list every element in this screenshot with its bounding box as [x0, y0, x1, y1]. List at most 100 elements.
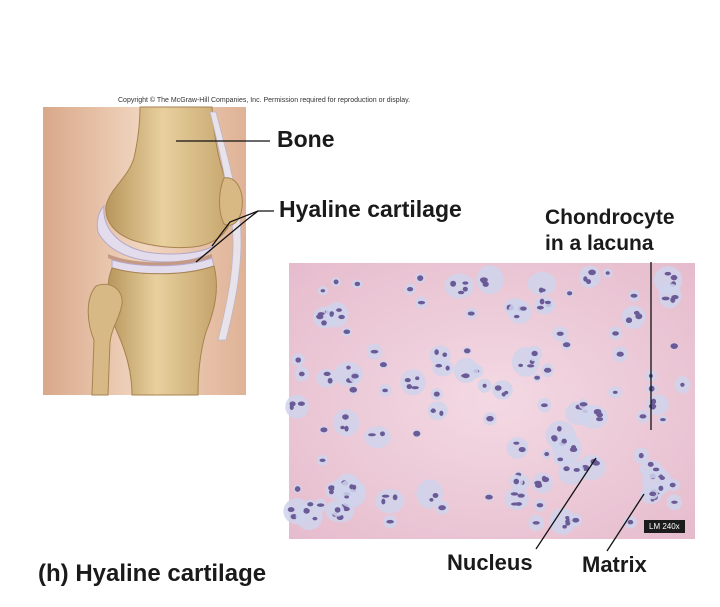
chondrocyte-nucleus [327, 377, 333, 384]
chondrocyte-lacuna [541, 363, 554, 378]
chondrocyte-nucleus [485, 494, 493, 500]
chondrocyte-nucleus [658, 485, 664, 491]
chondrocyte-lacuna [633, 447, 650, 464]
chondrocyte-lacuna [545, 420, 576, 451]
knee-joint-illustration [43, 106, 246, 396]
micrograph-panel [283, 263, 695, 539]
chondrocyte-lacuna [317, 286, 329, 296]
chondrocyte-lacuna [534, 296, 555, 315]
chondrocyte-nucleus [392, 494, 398, 501]
matrix-leader-line [606, 493, 645, 552]
chondrocyte-nucleus [338, 314, 345, 320]
chondrocyte-nucleus [561, 438, 567, 444]
chondrocyte-lacuna [528, 514, 545, 531]
chondrocyte-nucleus [557, 457, 564, 462]
chondrocyte-lacuna [602, 268, 613, 278]
chondrocyte-lacuna [628, 289, 640, 302]
chondrocyte-nucleus [351, 373, 359, 379]
chondrocyte-lacuna [578, 265, 601, 289]
chondrocyte-lacuna [454, 357, 479, 383]
joint-space [108, 254, 212, 267]
chondrocyte-nucleus [680, 382, 685, 387]
chondrocyte-lacuna [655, 483, 667, 494]
chondrocyte-nucleus [439, 410, 444, 416]
chondrocyte-nucleus [417, 300, 426, 305]
chondrocyte-lacuna [444, 273, 475, 299]
chondrocyte-nucleus [352, 484, 357, 490]
chondrocyte-nucleus [670, 274, 678, 281]
chondrocyte-lacuna [414, 273, 426, 284]
chondrocyte-nucleus [510, 502, 519, 506]
chondrocyte-nucleus [344, 495, 349, 499]
chondrocyte-nucleus [482, 383, 487, 388]
chondrocyte-lacuna [375, 489, 405, 514]
chondrocyte-nucleus [518, 447, 526, 453]
chondrocyte-lacuna [476, 265, 504, 295]
chondrocyte-nucleus [404, 377, 411, 383]
chondrocyte-lacuna [404, 283, 416, 295]
chondrocyte-nucleus [298, 371, 305, 377]
chondrocyte-nucleus [649, 491, 657, 497]
chondrocyte-nucleus [323, 371, 331, 377]
chondrocyte-nucleus [406, 287, 414, 292]
chondrocyte-lacuna [558, 459, 585, 485]
chondrocyte-nucleus [329, 489, 334, 495]
chondrocyte-lacuna [492, 380, 513, 400]
patella-bone [219, 177, 243, 226]
chondrocyte-lacuna [341, 326, 352, 337]
chondrocyte-nucleus [518, 363, 523, 367]
chondrocyte-nucleus [542, 476, 550, 483]
chondrocyte-nucleus [670, 343, 678, 349]
chondrocyte-lacuna [366, 343, 383, 360]
chondrocyte-nucleus [321, 320, 327, 326]
chondrocyte-nucleus [320, 427, 328, 433]
chondrocyte-nucleus [588, 269, 596, 276]
chondrocyte-nucleus [661, 296, 670, 301]
chondrocyte-lacuna [658, 283, 682, 309]
chondrocyte-lacuna [607, 386, 623, 399]
chondrocyte-nucleus [346, 365, 351, 370]
chondrocyte-nucleus [294, 486, 301, 492]
chondrocyte-nucleus [612, 390, 618, 394]
chondrocyte-lacuna [565, 289, 574, 298]
chondrocyte-lacuna [665, 478, 681, 492]
chondrocyte-nucleus [567, 291, 573, 296]
chondrocyte-nucleus [328, 485, 336, 491]
chondrocyte-nucleus [627, 519, 634, 525]
chondrocyte-nucleus [652, 467, 660, 472]
chondrocyte-lacuna [333, 409, 360, 437]
chondrocyte-nucleus [544, 452, 550, 457]
chondrocyte-nucleus [295, 357, 302, 363]
chondrocyte-nucleus [570, 445, 577, 451]
chondrocyte-nucleus [481, 279, 488, 284]
chondrocyte-lacuna [670, 342, 679, 350]
chondrocyte-nucleus [386, 519, 394, 524]
chondrocyte-lacuna [351, 279, 363, 289]
chondrocyte-nucleus [638, 452, 644, 459]
chondrocyte-nucleus [462, 281, 469, 285]
chondrocyte-lacuna [484, 492, 494, 502]
chondrocyte-nucleus [381, 494, 390, 498]
chondrocyte-nucleus [413, 430, 421, 437]
chondrocyte-nucleus [433, 391, 440, 397]
chondrocyte-nucleus [630, 293, 638, 298]
chondrocyte-nucleus [344, 425, 349, 432]
chondrocyte-nucleus [563, 466, 570, 472]
chondrocyte-nucleus [551, 435, 558, 441]
chondrocyte-lacuna [508, 300, 532, 324]
chondrocyte-lacuna [462, 346, 472, 355]
chondrocyte-nucleus [457, 290, 465, 295]
chondrocyte-lacuna [291, 353, 305, 367]
chondrocyte-nucleus [557, 425, 562, 432]
chondrocyte-nucleus [531, 350, 538, 357]
copyright-notice: Copyright © The McGraw-Hill Companies, I… [118, 97, 411, 104]
chondrocyte-nucleus [289, 401, 296, 407]
chondrocyte-nucleus [370, 349, 379, 354]
chondrocyte-nucleus [380, 431, 385, 437]
chondrocyte-nucleus [317, 312, 325, 316]
label-matrix: Matrix [582, 552, 647, 577]
chondrocyte-nucleus [527, 364, 535, 368]
chondrocyte-lacuna [532, 373, 542, 383]
chondrocyte-lacuna [645, 383, 658, 394]
chondrocyte-group [283, 265, 691, 535]
